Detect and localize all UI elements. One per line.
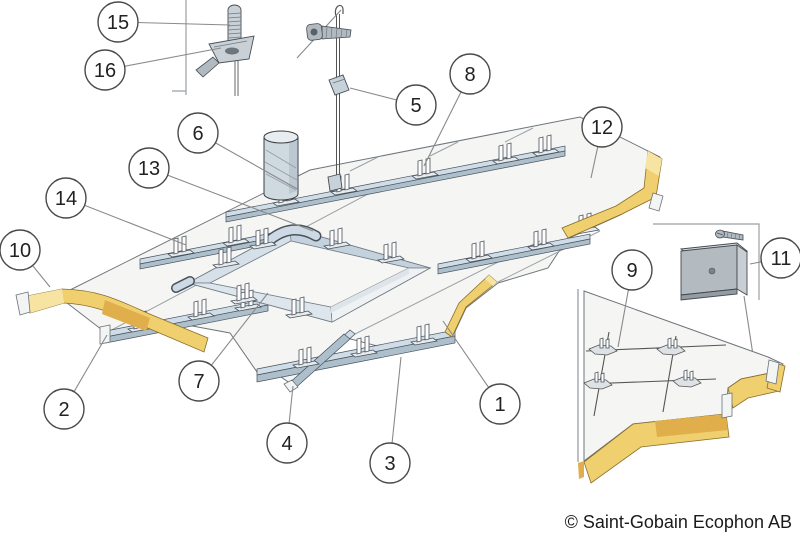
runner-end-cap [99, 324, 111, 345]
callout-7: 7 [178, 360, 220, 402]
callout-13: 13 [128, 147, 170, 189]
callout-circle-icon [97, 1, 139, 43]
callout-number: 8 [464, 64, 475, 86]
callout-circle-icon [45, 177, 87, 219]
hanger-foot [327, 173, 343, 192]
callout-circle-icon [177, 112, 219, 154]
callout-circle-icon [266, 422, 308, 464]
callout-circle-icon [178, 360, 220, 402]
callout-number: 15 [107, 12, 129, 34]
callout-circle-icon [369, 442, 411, 484]
wall-trim-profile [679, 242, 749, 301]
hanger-rod [327, 4, 350, 192]
callout-4: 4 [266, 422, 308, 464]
inset-divider [172, 0, 187, 95]
tile-joint [349, 156, 379, 172]
callout-8: 8 [449, 53, 491, 95]
detail-inset-trim [577, 223, 786, 484]
detail-inset-fixing [172, 0, 352, 96]
inset-rear-view [577, 289, 786, 484]
callout-12: 12 [581, 106, 623, 148]
tile-joint [429, 141, 459, 157]
callout-number: 1 [494, 394, 505, 416]
callout-16: 16 [84, 49, 126, 91]
callout-number: 13 [138, 158, 160, 180]
callout-circle-icon [581, 106, 623, 148]
callout-9: 9 [611, 249, 653, 291]
inset-border [653, 223, 760, 300]
callout-circle-icon [449, 53, 491, 95]
hanger-adjuster [328, 74, 350, 96]
callout-circle-icon [43, 388, 85, 430]
callout-number: 16 [94, 60, 116, 82]
callout-circle-icon [479, 383, 521, 425]
callout-number: 4 [281, 433, 292, 455]
callout-6: 6 [177, 112, 219, 154]
callout-10: 10 [0, 229, 41, 271]
leader-line-13 [148, 167, 314, 232]
cylinder-duct [263, 130, 299, 201]
trim-pointer-line [743, 295, 754, 356]
copyright-text: © Saint-Gobain Ecophon AB [565, 512, 792, 532]
leader-line-14 [65, 197, 187, 246]
callout-1: 1 [479, 383, 521, 425]
callout-number: 10 [9, 240, 31, 262]
callout-15: 15 [97, 1, 139, 43]
callout-3: 3 [369, 442, 411, 484]
callout-circle-icon [395, 84, 437, 126]
small-screw-icon [715, 229, 744, 241]
callout-number: 3 [384, 453, 395, 475]
hanger-hook [334, 4, 344, 17]
edge-left-cap [15, 291, 31, 316]
callout-number: 7 [193, 371, 204, 393]
callout-11: 11 [760, 237, 800, 279]
callout-14: 14 [45, 177, 87, 219]
callout-number: 6 [192, 123, 203, 145]
tile-joint [504, 127, 534, 143]
cross-tee-end [283, 379, 299, 393]
callout-number: 2 [58, 399, 69, 421]
callout-number: 9 [626, 260, 637, 282]
callout-number: 11 [771, 248, 792, 270]
callout-circle-icon [611, 249, 653, 291]
callout-circle-icon [760, 237, 800, 279]
threaded-rod-icon [227, 4, 242, 47]
perimeter-edges [15, 150, 664, 353]
fixing-bracket-icon [195, 35, 255, 96]
callout-circle-icon [0, 229, 41, 271]
callout-circle-icon [84, 49, 126, 91]
callout-number: 5 [410, 95, 421, 117]
callout-5: 5 [395, 84, 437, 126]
callout-number: 14 [55, 188, 77, 210]
callout-number: 12 [591, 117, 613, 139]
screw-icon [306, 23, 352, 41]
callout-2: 2 [43, 388, 85, 430]
callout-circle-icon [128, 147, 170, 189]
